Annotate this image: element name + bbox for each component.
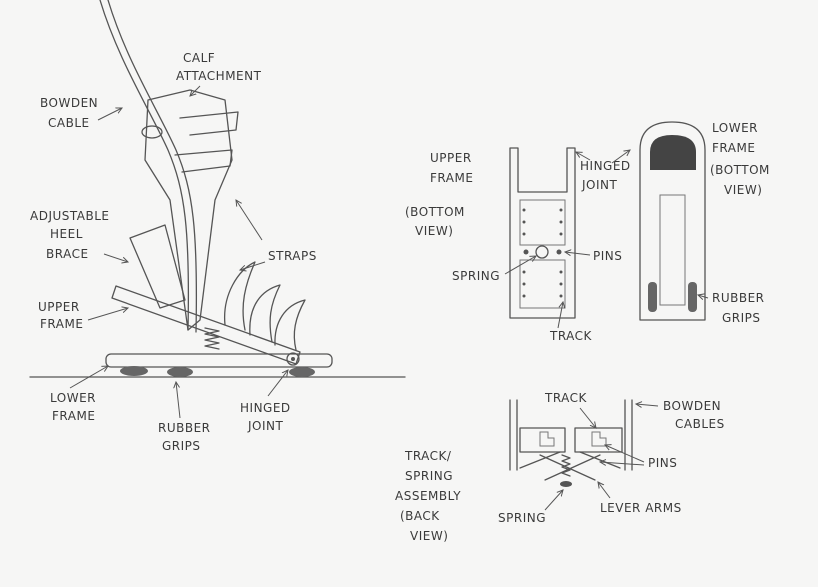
calf-attachment bbox=[144, 89, 233, 331]
spring bbox=[561, 454, 571, 477]
bowden-cable-label: BOWDEN bbox=[40, 96, 98, 110]
lower-frame bbox=[105, 353, 333, 368]
svg-text:FRAME: FRAME bbox=[430, 171, 473, 185]
hinged-joint-label: HINGED bbox=[580, 159, 631, 173]
strap bbox=[249, 284, 281, 343]
upper-frame bbox=[111, 285, 301, 365]
track-label: TRACK bbox=[544, 391, 588, 405]
calf-strap bbox=[179, 111, 239, 136]
svg-text:VIEW): VIEW) bbox=[410, 529, 448, 543]
rubber-grips-label: RUBBER bbox=[712, 291, 765, 305]
bowden-cables-label: BOWDEN bbox=[663, 399, 721, 413]
rubber-grips-label: RUBBER bbox=[158, 421, 211, 435]
side-view-labels: CALF ATTACHMENT BOWDEN CABLE ADJUSTABLE … bbox=[30, 51, 317, 453]
upper-frame-label: UPPER bbox=[38, 300, 80, 314]
svg-text:(BOTTOM: (BOTTOM bbox=[405, 205, 465, 219]
lever-arms-label: LEVER ARMS bbox=[600, 501, 682, 515]
lower-frame-labels: LOWER FRAME (BOTTOM VIEW) RUBBER GRIPS bbox=[698, 121, 770, 325]
heel-brace-label: ADJUSTABLE bbox=[30, 209, 110, 223]
rubber-grip bbox=[688, 282, 697, 312]
track-spring-assembly-view bbox=[509, 399, 633, 487]
svg-text:HEEL: HEEL bbox=[50, 227, 83, 241]
svg-text:FRAME: FRAME bbox=[52, 409, 95, 423]
upper-frame-labels: UPPER FRAME (BOTTOM VIEW) HINGED JOINT P… bbox=[405, 150, 631, 343]
track-label: TRACK bbox=[549, 329, 593, 343]
svg-text:ATTACHMENT: ATTACHMENT bbox=[176, 69, 262, 83]
calf-strap bbox=[174, 149, 233, 173]
svg-text:JOINT: JOINT bbox=[247, 419, 284, 433]
svg-text:ASSEMBLY: ASSEMBLY bbox=[395, 489, 461, 503]
pins-label: PINS bbox=[593, 249, 622, 263]
side-view-drawing bbox=[29, 0, 406, 378]
svg-text:GRIPS: GRIPS bbox=[722, 311, 761, 325]
lower-frame-bottom-view bbox=[639, 121, 706, 321]
spring-label: SPRING bbox=[498, 511, 546, 525]
rubber-grips bbox=[120, 366, 315, 377]
lower-frame-label: LOWER bbox=[50, 391, 96, 405]
hinged-joint-label: HINGED bbox=[240, 401, 291, 415]
svg-text:CABLE: CABLE bbox=[48, 116, 90, 130]
upper-frame-bottom-view bbox=[509, 147, 576, 319]
svg-text:GRIPS: GRIPS bbox=[162, 439, 201, 453]
svg-text:(BACK: (BACK bbox=[400, 509, 440, 523]
spring-top bbox=[535, 245, 549, 259]
strap bbox=[274, 299, 306, 351]
hinged-joint bbox=[286, 352, 300, 366]
lower-frame-view-title: LOWER bbox=[712, 121, 758, 135]
heel-brace bbox=[129, 224, 186, 309]
svg-text:SPRING: SPRING bbox=[405, 469, 453, 483]
upper-frame-view-title: UPPER bbox=[430, 151, 472, 165]
track-assembly-labels: TRACK/ SPRING ASSEMBLY (BACK VIEW) TRACK… bbox=[395, 391, 725, 543]
svg-text:(BOTTOM: (BOTTOM bbox=[710, 163, 770, 177]
spring bbox=[204, 327, 220, 350]
svg-text:JOINT: JOINT bbox=[581, 178, 618, 192]
strap bbox=[224, 261, 256, 331]
svg-text:FRAME: FRAME bbox=[40, 317, 83, 331]
svg-text:BRACE: BRACE bbox=[46, 247, 89, 261]
svg-text:CABLES: CABLES bbox=[675, 417, 725, 431]
cable-clamp bbox=[141, 125, 163, 139]
bowden-cable bbox=[99, 0, 190, 331]
pins-label: PINS bbox=[648, 456, 677, 470]
svg-text:FRAME: FRAME bbox=[712, 141, 755, 155]
calf-attachment-label: CALF bbox=[183, 51, 215, 65]
rubber-grip bbox=[648, 282, 657, 312]
svg-text:VIEW): VIEW) bbox=[724, 183, 762, 197]
svg-text:VIEW): VIEW) bbox=[415, 224, 453, 238]
straps-label: STRAPS bbox=[268, 249, 317, 263]
track-assembly-view-title: TRACK/ bbox=[404, 449, 452, 463]
spring-label: SPRING bbox=[452, 269, 500, 283]
